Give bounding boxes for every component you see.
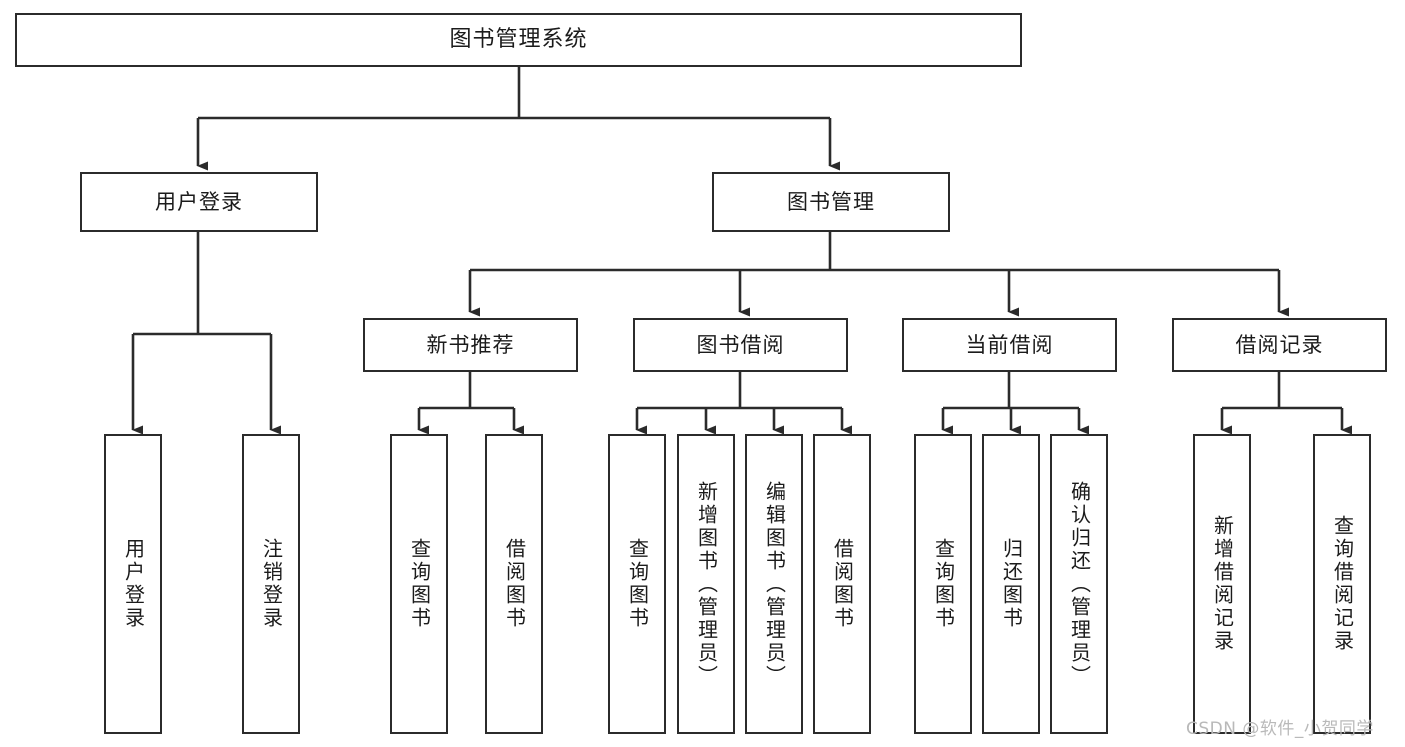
node-label: 当前借阅 (965, 332, 1054, 357)
node-label: 借阅图书 (830, 538, 855, 630)
node-label: 图书管理 (787, 189, 875, 214)
node-label: 注销登录 (259, 538, 284, 630)
node-book-manage[interactable]: 图书管理 (712, 172, 950, 232)
node-label: 用户登录 (121, 538, 146, 630)
node-leaf-edit-book[interactable]: 编辑图书（管理员） (745, 434, 803, 734)
node-label: 用户登录 (155, 189, 243, 214)
node-leaf-query-book-3[interactable]: 查询图书 (914, 434, 972, 734)
node-label: 确认归还（管理员） (1067, 480, 1092, 688)
node-new-book-recommend[interactable]: 新书推荐 (363, 318, 578, 372)
node-current-borrow[interactable]: 当前借阅 (902, 318, 1117, 372)
node-label: 查询图书 (407, 538, 432, 630)
node-leaf-return-book[interactable]: 归还图书 (982, 434, 1040, 734)
node-label: 图书管理系统 (449, 27, 588, 53)
node-leaf-add-record[interactable]: 新增借阅记录 (1193, 434, 1251, 734)
node-leaf-add-book[interactable]: 新增图书（管理员） (677, 434, 735, 734)
node-label: 图书借阅 (696, 332, 785, 357)
node-leaf-borrow-book-1[interactable]: 借阅图书 (485, 434, 543, 734)
node-leaf-user-logout[interactable]: 注销登录 (242, 434, 300, 734)
node-user-login[interactable]: 用户登录 (80, 172, 318, 232)
node-leaf-user-login[interactable]: 用户登录 (104, 434, 162, 734)
node-label: 查询图书 (625, 538, 650, 630)
node-label: 归还图书 (999, 538, 1024, 630)
node-leaf-confirm-return[interactable]: 确认归还（管理员） (1050, 434, 1108, 734)
node-borrow-record[interactable]: 借阅记录 (1172, 318, 1387, 372)
node-leaf-query-book-1[interactable]: 查询图书 (390, 434, 448, 734)
watermark: CSDN @软件_小贺同学 (1186, 719, 1374, 739)
node-leaf-query-book-2[interactable]: 查询图书 (608, 434, 666, 734)
node-label: 借阅图书 (502, 538, 527, 630)
node-label: 新书推荐 (426, 332, 515, 357)
node-label: 借阅记录 (1235, 332, 1324, 357)
node-leaf-query-record[interactable]: 查询借阅记录 (1313, 434, 1371, 734)
node-label: 新增借阅记录 (1210, 515, 1235, 653)
node-label: 新增图书（管理员） (694, 480, 719, 688)
node-book-management-system[interactable]: 图书管理系统 (15, 13, 1022, 67)
node-label: 查询借阅记录 (1330, 515, 1355, 653)
node-book-borrow[interactable]: 图书借阅 (633, 318, 848, 372)
node-label: 编辑图书（管理员） (762, 480, 787, 688)
node-label: 查询图书 (931, 538, 956, 630)
node-leaf-borrow-book-2[interactable]: 借阅图书 (813, 434, 871, 734)
